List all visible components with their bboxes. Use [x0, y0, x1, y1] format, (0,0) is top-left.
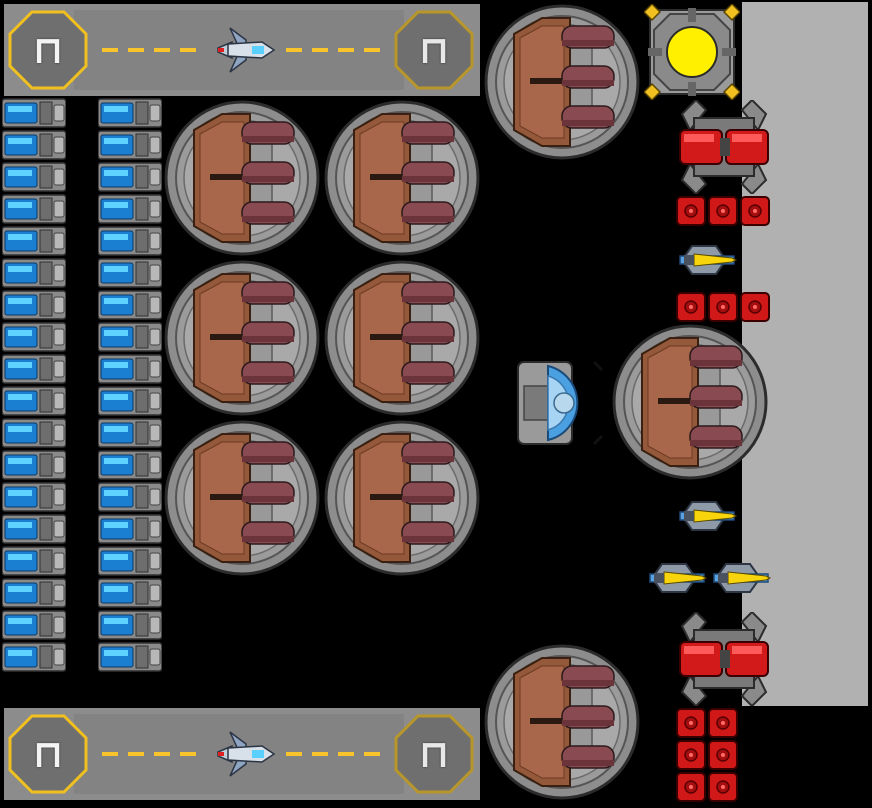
blue-battery-cell-icon[interactable]	[2, 546, 66, 576]
triple-barrel-cannon-icon[interactable]	[164, 420, 320, 576]
triple-barrel-cannon-icon[interactable]	[484, 4, 640, 160]
red-ammo-crate-icon[interactable]	[708, 708, 738, 738]
triple-barrel-cannon-icon[interactable]	[484, 644, 640, 800]
blue-battery-cell-icon[interactable]	[98, 290, 162, 320]
triple-barrel-cannon-icon[interactable]	[324, 420, 480, 576]
blue-battery-cell-icon[interactable]	[98, 322, 162, 352]
yellow-thruster-icon[interactable]	[674, 232, 740, 288]
pad-glyph-right: ⊓	[418, 28, 450, 72]
pad-marker-icon	[8, 714, 88, 794]
red-ammo-crate-icon[interactable]	[708, 740, 738, 770]
red-ammo-crate-icon[interactable]	[708, 292, 738, 322]
blue-battery-cell-icon[interactable]	[98, 578, 162, 608]
triple-barrel-cannon-icon[interactable]	[612, 324, 768, 480]
blue-battery-cell-icon[interactable]	[98, 162, 162, 192]
blue-battery-cell-icon[interactable]	[2, 290, 66, 320]
red-ammo-crate-icon[interactable]	[676, 196, 706, 226]
blue-battery-cell-icon[interactable]	[2, 418, 66, 448]
blue-battery-cell-icon[interactable]	[98, 642, 162, 672]
blue-battery-cell-icon[interactable]	[98, 418, 162, 448]
red-engine-icon[interactable]	[676, 100, 772, 194]
triple-barrel-cannon-icon[interactable]	[164, 100, 320, 256]
blue-battery-cell-icon[interactable]	[2, 258, 66, 288]
blue-battery-cell-icon[interactable]	[2, 194, 66, 224]
red-ammo-crate-icon[interactable]	[676, 708, 706, 738]
blue-battery-cell-icon[interactable]	[2, 322, 66, 352]
blue-battery-cell-icon[interactable]	[2, 386, 66, 416]
red-ammo-crate-icon[interactable]	[740, 196, 770, 226]
blue-battery-cell-icon[interactable]	[2, 578, 66, 608]
red-ammo-crate-icon[interactable]	[708, 196, 738, 226]
pad-glyph-left: ⊓	[32, 732, 64, 776]
blue-battery-cell-icon[interactable]	[98, 450, 162, 480]
red-ammo-crate-icon[interactable]	[740, 292, 770, 322]
blue-battery-cell-icon[interactable]	[98, 130, 162, 160]
red-ammo-crate-icon[interactable]	[708, 772, 738, 802]
fighter-ship-icon[interactable]	[212, 722, 276, 786]
red-ammo-crate-icon[interactable]	[676, 740, 706, 770]
blue-battery-cell-icon[interactable]	[2, 226, 66, 256]
pad-glyph-right: ⊓	[418, 732, 450, 776]
blue-battery-cell-icon[interactable]	[98, 546, 162, 576]
triple-barrel-cannon-icon[interactable]	[324, 100, 480, 256]
landing-pad-top[interactable]: ⊓ ⊓	[2, 2, 482, 98]
blue-battery-cell-icon[interactable]	[98, 514, 162, 544]
yellow-core-reactor-icon[interactable]	[644, 4, 740, 100]
pad-glyph-left: ⊓	[32, 28, 64, 72]
blue-battery-cell-icon[interactable]	[98, 194, 162, 224]
blue-battery-cell-icon[interactable]	[98, 482, 162, 512]
blue-battery-cell-icon[interactable]	[98, 610, 162, 640]
battery-column-left	[2, 98, 68, 674]
yellow-thruster-icon[interactable]	[644, 550, 710, 606]
blue-battery-cell-icon[interactable]	[2, 162, 66, 192]
pad-marker-icon	[8, 10, 88, 90]
yellow-thruster-icon[interactable]	[674, 488, 740, 544]
yellow-thruster-icon[interactable]	[708, 550, 774, 606]
blue-battery-cell-icon[interactable]	[98, 258, 162, 288]
red-engine-icon[interactable]	[676, 612, 772, 706]
blue-battery-cell-icon[interactable]	[2, 450, 66, 480]
blue-battery-cell-icon[interactable]	[98, 226, 162, 256]
blue-battery-cell-icon[interactable]	[2, 514, 66, 544]
triple-barrel-cannon-icon[interactable]	[164, 260, 320, 416]
triple-barrel-cannon-icon[interactable]	[324, 260, 480, 416]
pad-marker-icon	[394, 714, 474, 794]
blue-battery-cell-icon[interactable]	[2, 482, 66, 512]
landing-pad-bottom[interactable]: ⊓ ⊓	[2, 706, 482, 802]
red-ammo-crate-icon[interactable]	[676, 292, 706, 322]
blue-battery-cell-icon[interactable]	[98, 98, 162, 128]
blue-battery-cell-icon[interactable]	[2, 98, 66, 128]
shield-generator-icon[interactable]	[514, 356, 610, 450]
fighter-ship-icon[interactable]	[212, 18, 276, 82]
blue-battery-cell-icon[interactable]	[2, 130, 66, 160]
blue-battery-cell-icon[interactable]	[2, 354, 66, 384]
red-ammo-crate-icon[interactable]	[676, 772, 706, 802]
battery-column-right	[98, 98, 164, 674]
blue-battery-cell-icon[interactable]	[98, 354, 162, 384]
blue-battery-cell-icon[interactable]	[98, 386, 162, 416]
pad-marker-icon	[394, 10, 474, 90]
blue-battery-cell-icon[interactable]	[2, 642, 66, 672]
blue-battery-cell-icon[interactable]	[2, 610, 66, 640]
